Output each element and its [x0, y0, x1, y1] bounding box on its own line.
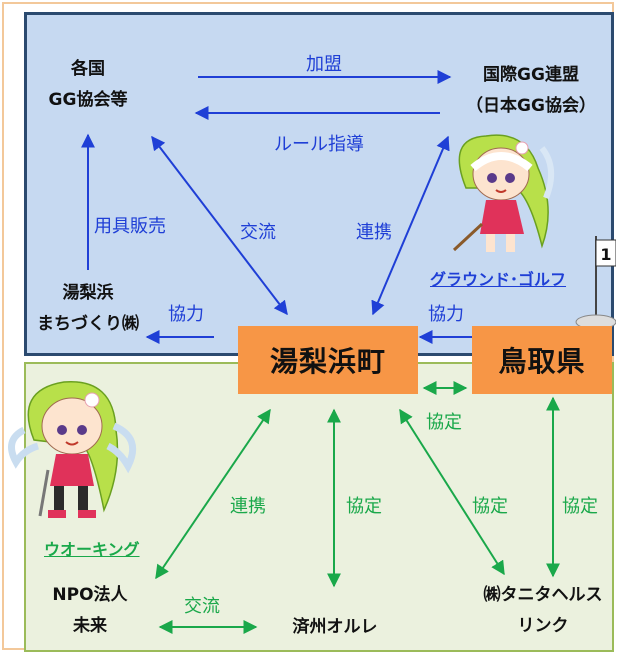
node-kokusai: 国際GG連盟（日本GG協会） — [466, 65, 596, 116]
label-rule: ルール指導 — [274, 134, 364, 155]
golf-flag-icon: 1 — [575, 236, 616, 330]
arrow-kyotei-tanita — [399, 408, 505, 576]
node-npo: NPO法人未来 — [52, 585, 128, 636]
arrow-kouryu-top — [151, 135, 288, 316]
label-kyotei-tanita: 協定 — [472, 496, 508, 517]
node-olle: 済州オルレ — [292, 617, 378, 637]
arrow-renkei-bottom — [155, 408, 271, 580]
label-yougu: 用具販売 — [94, 216, 166, 237]
label-kyotei-tottori: 協定 — [562, 496, 598, 517]
node-tanita: ㈱タニタヘルスリンク — [483, 585, 603, 636]
node-machizukuri: 湯梨浜まちづくり㈱ — [37, 283, 139, 334]
label-kouryu-top: 交流 — [240, 222, 276, 243]
node-tottori: 鳥取県 — [472, 326, 612, 394]
walking-link[interactable]: ウオーキング — [44, 540, 140, 559]
label-kamei: 加盟 — [306, 54, 342, 75]
node-yurihama: 湯梨浜町 — [238, 326, 418, 394]
arrow-renkei-top — [371, 135, 450, 316]
local-panel — [24, 362, 614, 652]
flag-number: 1 — [600, 245, 611, 264]
label-kyotei-pref: 協定 — [426, 412, 462, 433]
label-kyoryoku-right: 協力 — [428, 304, 464, 325]
label-renkei-top: 連携 — [356, 222, 392, 243]
ground-golf-link[interactable]: グラウンド･ゴルフ — [430, 270, 567, 289]
label-renkei-bottom: 連携 — [230, 496, 266, 517]
walking-mascot-icon — [8, 381, 137, 518]
label-kouryu-bottom: 交流 — [184, 596, 220, 617]
label-kyoryoku-left: 協力 — [168, 304, 204, 325]
golf-mascot-icon — [452, 134, 555, 252]
label-kyotei-olle: 協定 — [346, 496, 382, 517]
